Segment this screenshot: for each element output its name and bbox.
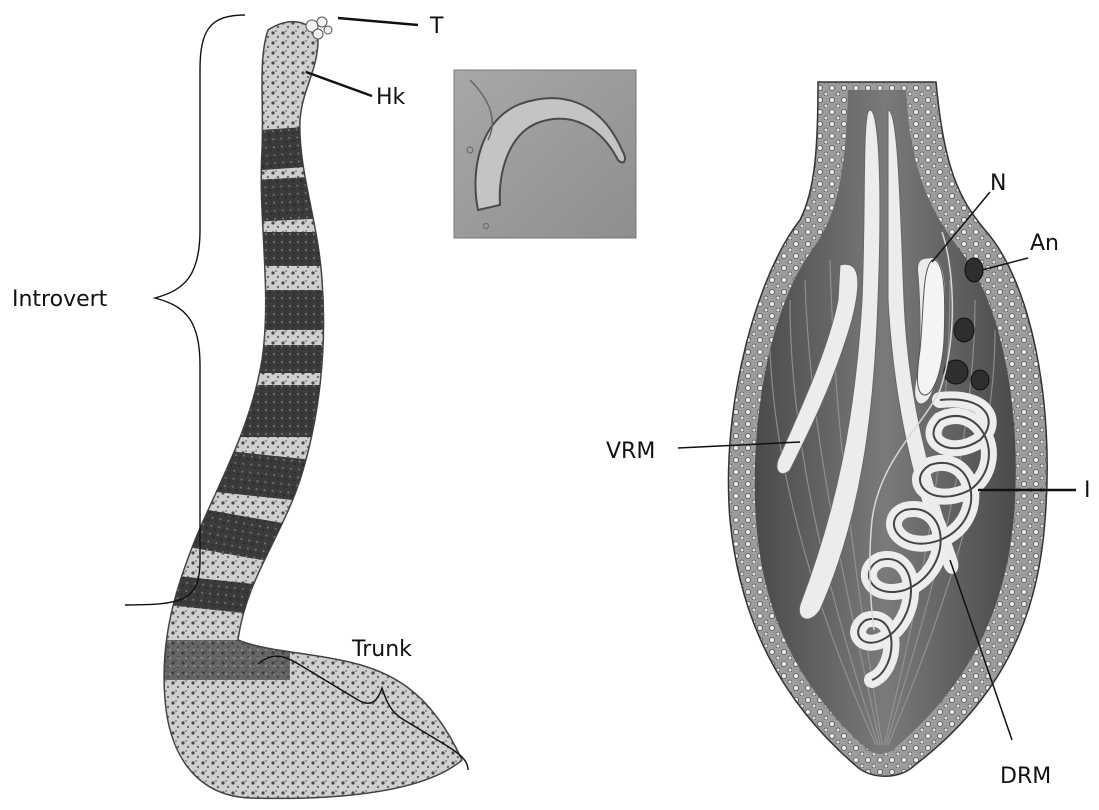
hook-micrograph <box>454 70 636 238</box>
hk-leader-line <box>306 72 372 96</box>
label-drm: DRM <box>1000 764 1051 789</box>
label-hk: Hk <box>376 85 406 110</box>
label-i: I <box>1084 478 1091 503</box>
label-an: An <box>1030 231 1059 256</box>
label-introvert: Introvert <box>12 287 108 312</box>
label-vrm: VRM <box>606 439 655 464</box>
worm-illustration <box>149 17 462 798</box>
worm-dark-bands <box>149 125 341 680</box>
t-leader-line <box>338 18 418 25</box>
label-t: T <box>429 14 444 39</box>
label-n: N <box>990 171 1006 196</box>
label-trunk: Trunk <box>351 637 412 662</box>
